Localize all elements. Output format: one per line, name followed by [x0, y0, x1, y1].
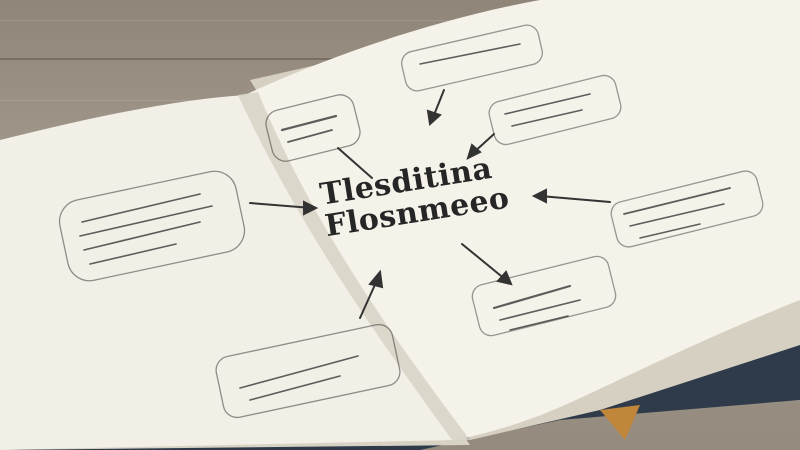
diagram-arrow — [337, 147, 373, 179]
handwriting-line — [419, 43, 521, 65]
diagram-node-box — [610, 170, 764, 248]
handwriting-line — [79, 205, 213, 237]
arrowhead — [426, 109, 442, 126]
handwriting-line — [239, 355, 359, 389]
diagram-arrow — [539, 195, 611, 203]
handwriting-line — [287, 129, 333, 143]
handwriting-line — [89, 243, 177, 265]
diagram-arrow — [461, 243, 507, 281]
diagram-node-box — [488, 74, 622, 146]
handwriting-line — [623, 187, 731, 215]
handwriting-line — [249, 375, 341, 401]
handwriting-line — [499, 299, 581, 321]
handwriting-line — [509, 315, 569, 331]
handwriting-line — [492, 284, 572, 310]
arrowhead — [496, 270, 513, 286]
handwriting-line — [83, 221, 201, 251]
handwriting-line — [629, 203, 725, 227]
diagram-node-box — [401, 24, 543, 92]
handwriting-line — [280, 114, 338, 132]
arrowhead — [303, 200, 319, 216]
handwriting-line — [511, 109, 583, 127]
diagram-node-box — [215, 323, 401, 419]
diagram-node-box — [471, 255, 617, 337]
wood-grain — [0, 20, 800, 21]
arrowhead — [466, 143, 482, 160]
handwriting-line — [639, 223, 701, 239]
gutter-shadow — [238, 92, 470, 440]
arrowhead — [368, 269, 384, 289]
diagram-node-box — [265, 94, 361, 162]
handwriting-line — [81, 193, 201, 223]
ribbon-bookmark — [600, 405, 640, 440]
arrowhead — [531, 188, 547, 204]
diagram-arrow — [249, 202, 313, 209]
diagram-node-box — [58, 170, 246, 282]
handwriting-line — [504, 93, 591, 115]
